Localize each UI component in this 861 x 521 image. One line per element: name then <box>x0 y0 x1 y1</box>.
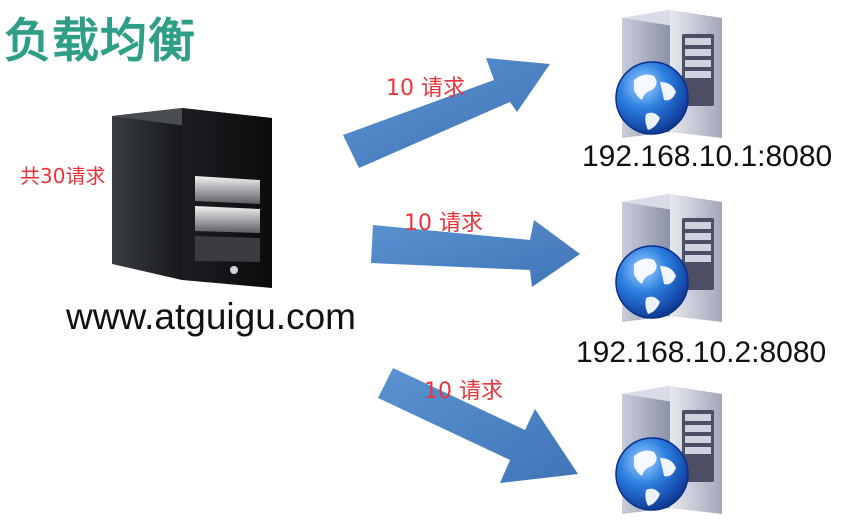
client-domain-label: www.atguigu.com <box>66 296 356 337</box>
page-title: 负载均衡 <box>4 14 196 69</box>
arrow-3-request-label: 10 请求 <box>424 379 503 404</box>
server-1-icon <box>615 9 723 139</box>
arrow-to-server-3 <box>378 368 578 483</box>
total-requests-label: 共30请求 <box>20 164 106 188</box>
arrow-to-server-1 <box>343 58 550 168</box>
server-3-icon <box>615 385 723 515</box>
server-2-address: 192.168.10.2:8080 <box>576 336 827 369</box>
server-1-address: 192.168.10.1:8080 <box>582 140 833 173</box>
arrow-to-server-2 <box>371 220 580 287</box>
server-2-icon <box>615 193 723 323</box>
arrow-1-request-label: 10 请求 <box>386 76 465 101</box>
arrow-2-request-label: 10 请求 <box>404 211 483 236</box>
